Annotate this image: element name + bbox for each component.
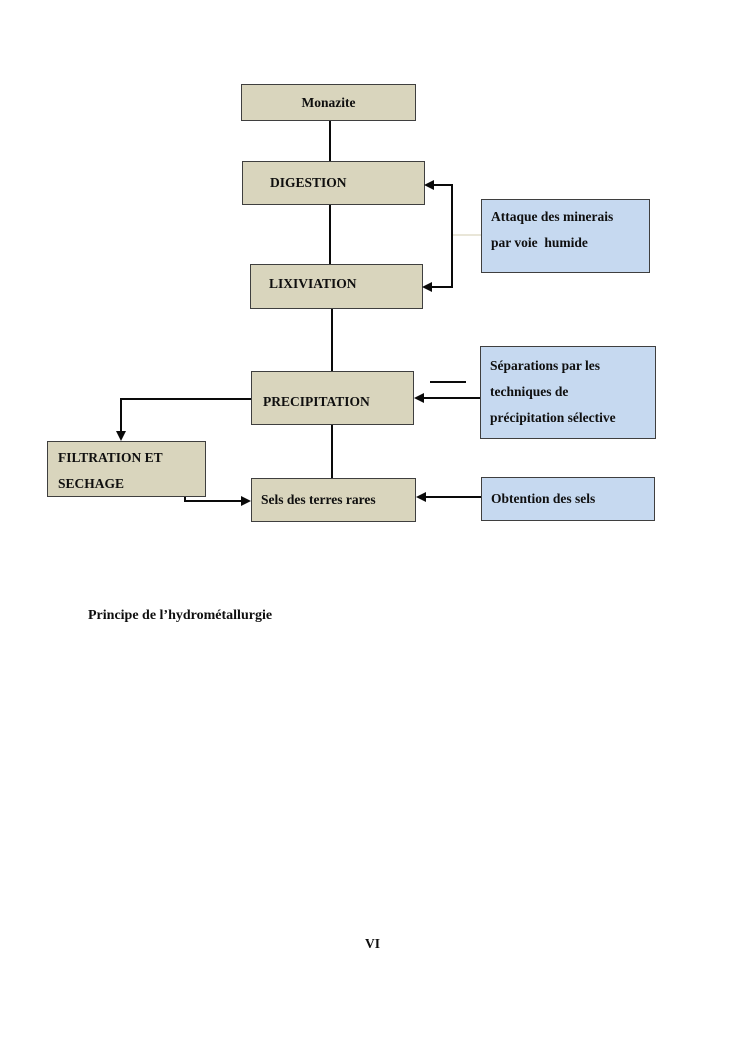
- note-attaque: Attaque des minerais par voie humide: [481, 199, 650, 273]
- note-attaque-line2: par voie humide: [491, 235, 588, 250]
- note-obtention: Obtention des sels: [481, 477, 655, 521]
- bracket-attaque-top-line: [433, 184, 453, 186]
- connector-precipitation-sels: [331, 425, 333, 478]
- page-number: VI: [364, 936, 380, 951]
- figure-caption: Principe de l’hydrométallurgie: [88, 608, 273, 623]
- line-precipitation-filtration-horizontal: [120, 398, 251, 400]
- arrowhead-into-filtration: [116, 431, 126, 441]
- connector-monazite-digestion: [329, 121, 331, 161]
- line-filtration-sels-stub: [184, 497, 186, 502]
- line-separations-precipitation: [423, 397, 480, 399]
- arrowhead-into-digestion: [424, 180, 434, 190]
- connector-lixiviation-precipitation: [331, 309, 333, 371]
- node-sels-terres-rares: Sels des terres rares: [251, 478, 416, 522]
- node-lixiviation-label: LIXIVIATION: [269, 276, 357, 291]
- faint-link-attaque-bracket: [453, 234, 481, 236]
- note-separations-line2: techniques de: [490, 384, 569, 399]
- note-obtention-label: Obtention des sels: [491, 491, 596, 506]
- bracket-attaque-vertical: [451, 184, 453, 288]
- node-filtration-sechage: FILTRATION ET SECHAGE: [47, 441, 206, 497]
- note-separations: Séparations par les techniques de précip…: [480, 346, 656, 439]
- bracket-attaque-bottom-line: [431, 286, 453, 288]
- line-obtention-sels: [425, 496, 481, 498]
- note-separations-line1: Séparations par les: [490, 358, 601, 373]
- node-sels-label: Sels des terres rares: [261, 492, 376, 507]
- connector-digestion-lixiviation: [329, 205, 331, 264]
- node-precipitation-label: PRECIPITATION: [263, 394, 370, 409]
- arrowhead-filtration-into-sels: [241, 496, 251, 506]
- node-filtration-line2: SECHAGE: [58, 476, 125, 491]
- arrowhead-into-sels: [416, 492, 426, 502]
- node-digestion-label: DIGESTION: [270, 175, 347, 190]
- line-filtration-sels-horizontal: [184, 500, 242, 502]
- note-separations-line3: précipitation sélective: [490, 410, 616, 425]
- note-attaque-line1: Attaque des minerais: [491, 209, 614, 224]
- node-filtration-line1: FILTRATION ET: [58, 450, 163, 465]
- node-lixiviation: LIXIVIATION: [250, 264, 423, 309]
- node-monazite-label: Monazite: [301, 94, 356, 110]
- node-monazite: Monazite: [241, 84, 416, 121]
- node-precipitation: PRECIPITATION: [251, 371, 414, 425]
- arrowhead-into-lixiviation: [422, 282, 432, 292]
- stray-line-above-separations-arrow: [430, 381, 466, 383]
- line-precipitation-filtration-vertical: [120, 398, 122, 432]
- arrowhead-into-precipitation: [414, 393, 424, 403]
- node-digestion: DIGESTION: [242, 161, 425, 205]
